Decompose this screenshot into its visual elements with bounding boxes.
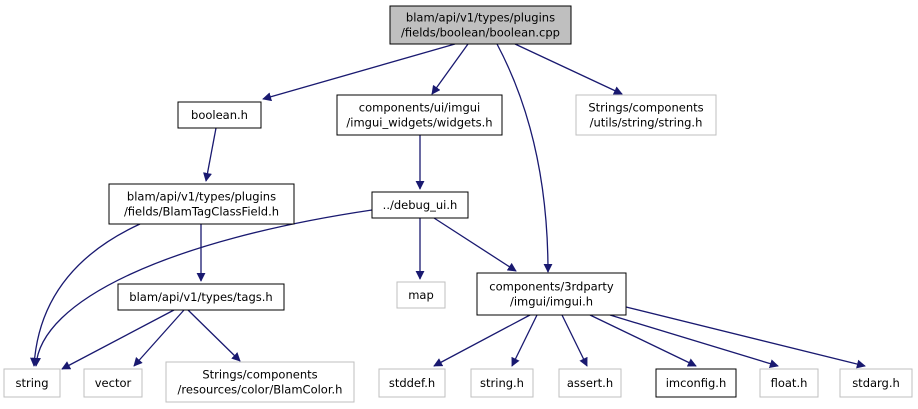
- node-label-line: map: [408, 288, 434, 302]
- node-assert-h: assert.h: [558, 368, 622, 398]
- node-box: [389, 5, 572, 45]
- node-box: [177, 101, 262, 129]
- node-box: [396, 281, 446, 309]
- node-imconfig-h[interactable]: imconfig.h: [655, 368, 737, 398]
- node-label-line: /resources/color/BlamColor.h: [178, 383, 343, 397]
- node-box: [117, 283, 285, 311]
- node-box: [108, 183, 295, 225]
- node-box: [558, 368, 622, 398]
- node-debug-ui-h[interactable]: ../debug_ui.h: [371, 191, 469, 219]
- node-box: [470, 368, 534, 398]
- node-string-h: string.h: [470, 368, 534, 398]
- edge-imgui_h-to-float_h: [609, 314, 779, 368]
- node-box: [378, 368, 446, 398]
- node-label-line: Strings/components: [588, 101, 703, 115]
- node-map: map: [396, 281, 446, 309]
- node-box: [3, 368, 61, 398]
- node-tags-h[interactable]: blam/api/v1/types/tags.h: [117, 283, 285, 311]
- edge-debug_ui_h-to-imgui_h: [433, 217, 517, 272]
- edge-blamtagclassfield_h-to-string: [30, 223, 141, 367]
- node-float-h: float.h: [759, 368, 819, 398]
- node-label-line: vector: [95, 376, 132, 390]
- edge-imgui_h-to-stdarg_h: [625, 306, 866, 369]
- node-label-line: stddef.h: [389, 376, 435, 390]
- node-imgui-h[interactable]: components/3rdparty/imgui/imgui.h: [476, 272, 627, 316]
- node-label-line: Strings/components: [202, 368, 317, 382]
- node-label-line: /fields/BlamTagClassField.h: [124, 205, 279, 219]
- node-box: [839, 368, 913, 398]
- node-label-line: string: [15, 376, 48, 390]
- node-label-line: ../debug_ui.h: [383, 198, 458, 212]
- node-label-line: string.h: [480, 376, 524, 390]
- node-box: [336, 94, 503, 136]
- node-boolean-h[interactable]: boolean.h: [177, 101, 262, 129]
- edge-root-to-imgui_h: [496, 43, 553, 273]
- node-label-line: blam/api/v1/types/plugins: [406, 11, 555, 25]
- node-label-line: /imgui/imgui.h: [510, 295, 593, 309]
- edges-layer: [30, 43, 866, 370]
- node-label-line: boolean.h: [191, 108, 248, 122]
- edge-root-to-widgets_h: [431, 43, 469, 95]
- node-string-utils-h: Strings/components/utils/string/string.h: [575, 94, 717, 136]
- node-label-line: imconfig.h: [666, 376, 727, 390]
- node-root[interactable]: blam/api/v1/types/plugins/fields/boolean…: [389, 5, 572, 45]
- edge-imgui_h-to-string_h: [511, 314, 538, 367]
- node-label-line: components/ui/imgui: [359, 101, 480, 115]
- edge-imgui_h-to-imconfig_h: [589, 314, 697, 367]
- node-label-line: /utils/string/string.h: [590, 116, 703, 130]
- node-box: [165, 361, 355, 403]
- edge-tags_h-to-blamcolor_h: [187, 309, 241, 362]
- node-blamcolor-h: Strings/components/resources/color/BlamC…: [165, 361, 355, 403]
- edge-tags_h-to-vector: [133, 309, 185, 367]
- edge-imgui_h-to-stddef_h: [433, 314, 531, 367]
- node-label-line: /fields/boolean/boolean.cpp: [401, 26, 560, 40]
- node-label-line: blam/api/v1/types/tags.h: [129, 290, 272, 304]
- nodes-layer: blam/api/v1/types/plugins/fields/boolean…: [3, 5, 913, 403]
- node-box: [371, 191, 469, 219]
- node-box: [83, 368, 143, 398]
- node-label-line: assert.h: [567, 376, 613, 390]
- node-box: [759, 368, 819, 398]
- node-blamtagclassfield-h[interactable]: blam/api/v1/types/plugins/fields/BlamTag…: [108, 183, 295, 225]
- node-stdarg-h: stdarg.h: [839, 368, 913, 398]
- node-box: [655, 368, 737, 398]
- node-label-line: /imgui_widgets/widgets.h: [346, 116, 492, 130]
- node-widgets-h[interactable]: components/ui/imgui/imgui_widgets/widget…: [336, 94, 503, 136]
- edge-tags_h-to-string: [61, 309, 175, 370]
- node-vector: vector: [83, 368, 143, 398]
- node-string: string: [3, 368, 61, 398]
- node-stddef-h: stddef.h: [378, 368, 446, 398]
- edge-root-to-boolean_h: [262, 43, 456, 102]
- edge-root-to-string_utils_h: [514, 43, 623, 95]
- edge-boolean_h-to-blamtagclassfield_h: [203, 127, 217, 182]
- node-label-line: float.h: [771, 376, 808, 390]
- node-label-line: blam/api/v1/types/plugins: [127, 190, 276, 204]
- node-label-line: stdarg.h: [852, 376, 900, 390]
- node-box: [476, 272, 627, 316]
- node-box: [575, 94, 717, 136]
- edge-imgui_h-to-assert_h: [561, 314, 588, 367]
- node-label-line: components/3rdparty: [489, 280, 614, 294]
